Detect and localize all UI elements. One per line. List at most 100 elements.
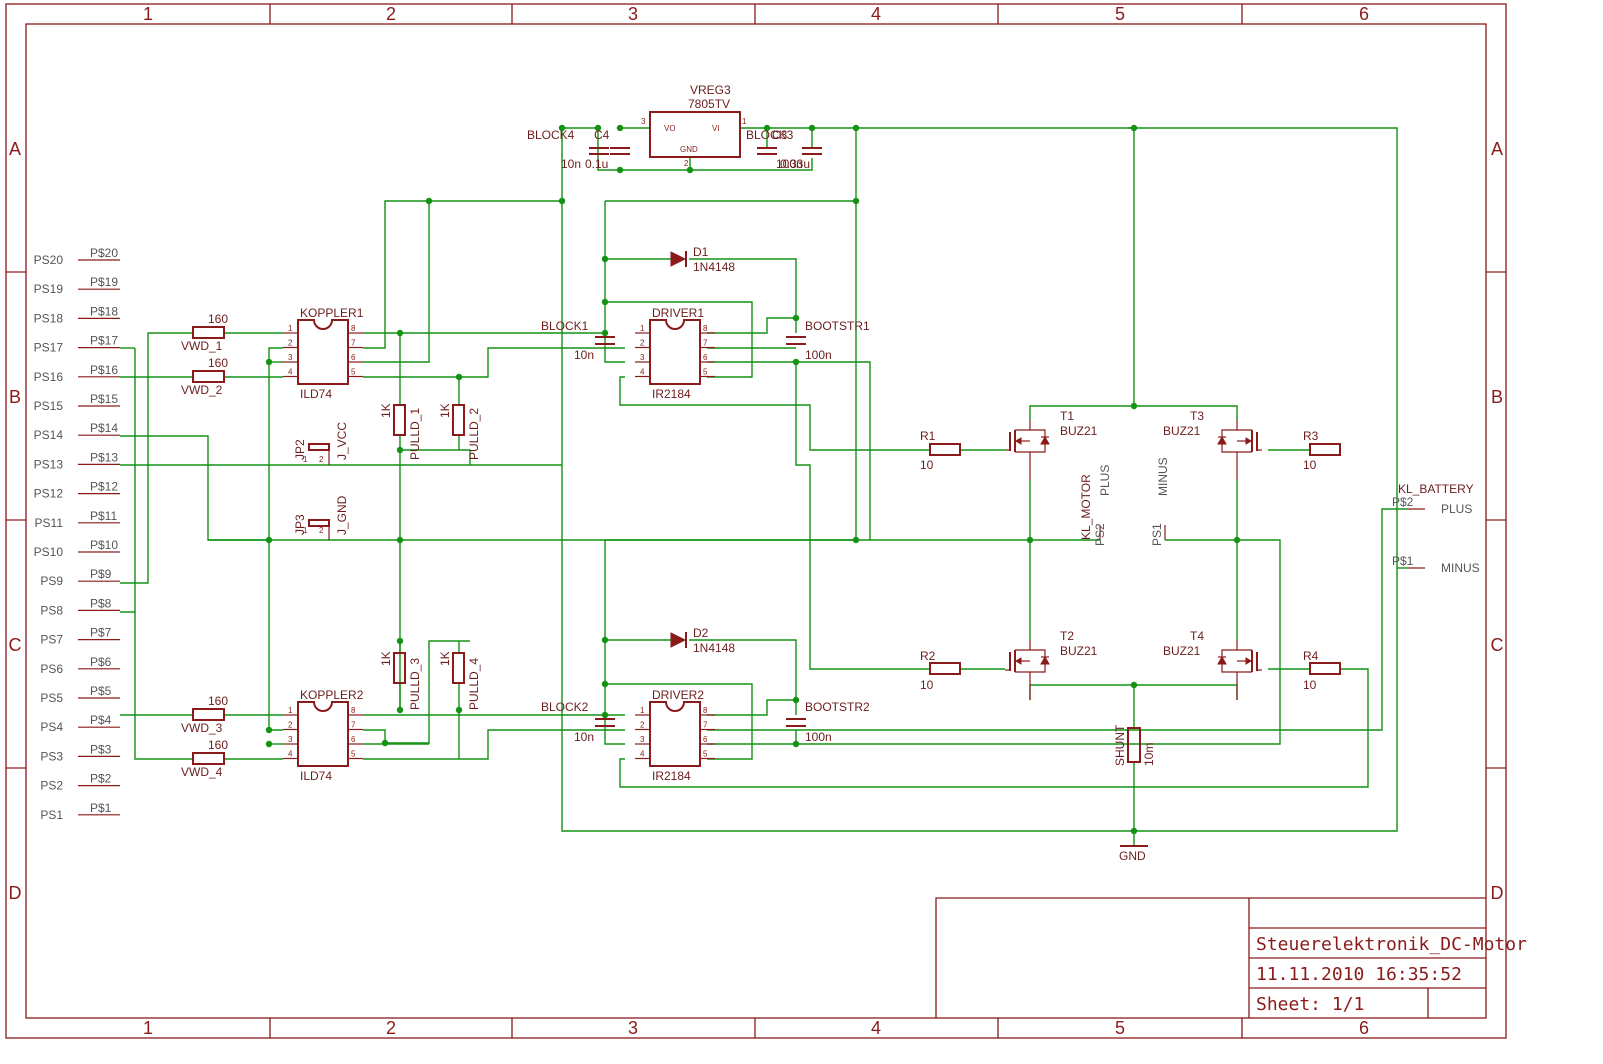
connector-name: PS7 bbox=[40, 633, 63, 647]
connector-pin-label: P$19 bbox=[90, 275, 118, 289]
r2-name: R2 bbox=[920, 649, 936, 663]
grid-row-d-right: D bbox=[1491, 883, 1504, 903]
grid-col-4-bottom: 4 bbox=[871, 1018, 881, 1038]
jp2-name: JP2 bbox=[293, 439, 307, 460]
ic-pin-number: 2 bbox=[288, 721, 293, 730]
ic-pin-number: 5 bbox=[703, 750, 708, 759]
kl-battery: KL_BATTERY P$2 P$1 PLUS MINUS bbox=[1392, 482, 1480, 575]
kl-motor-ps2: PS2 bbox=[1093, 523, 1107, 546]
jp3-pin1: 1 bbox=[303, 526, 308, 535]
ic-pin-number: 6 bbox=[351, 735, 356, 744]
pulld2-name: PULLD_2 bbox=[467, 408, 481, 460]
driver1-name: DRIVER1 bbox=[652, 306, 704, 320]
ic-pin-number: 4 bbox=[640, 750, 645, 759]
connector-pin-label: P$7 bbox=[90, 626, 112, 640]
c3-value: 0.33u bbox=[780, 157, 810, 171]
r4-value: 10 bbox=[1303, 678, 1317, 692]
block3-value: 100n bbox=[776, 157, 803, 171]
kl-motor-minus: MINUS bbox=[1156, 457, 1170, 496]
connector-pin-label: P$14 bbox=[90, 421, 118, 435]
bootstr1-name: BOOTSTR1 bbox=[805, 319, 870, 333]
d2-value: 1N4148 bbox=[693, 641, 735, 655]
kl-battery-plus: PLUS bbox=[1441, 502, 1472, 516]
r3-value: 10 bbox=[1303, 458, 1317, 472]
r4-name: R4 bbox=[1303, 649, 1319, 663]
connector-name: PS10 bbox=[34, 545, 64, 559]
block2-value: 10n bbox=[574, 730, 594, 744]
block1-name: BLOCK1 bbox=[541, 319, 589, 333]
grid-col-6-bottom: 6 bbox=[1359, 1018, 1369, 1038]
sheet-text: Sheet: 1/1 bbox=[1256, 994, 1364, 1015]
r3-name: R3 bbox=[1303, 429, 1319, 443]
kl-motor: KL_MOTOR PLUS MINUS PS2 PS1 bbox=[1079, 457, 1170, 546]
bootstr2-name: BOOTSTR2 bbox=[805, 700, 870, 714]
grid-col-2-top: 2 bbox=[386, 4, 396, 24]
jp3-name: JP3 bbox=[293, 514, 307, 535]
block1-value: 10n bbox=[574, 348, 594, 362]
connector-name: PS4 bbox=[40, 720, 63, 734]
ic-pin-number: 2 bbox=[640, 721, 645, 730]
driver2-value: IR2184 bbox=[652, 769, 691, 783]
ic-pin-number: 6 bbox=[351, 353, 356, 362]
pulld1-name: PULLD_1 bbox=[408, 408, 422, 460]
ic-pin-number: 8 bbox=[703, 706, 708, 715]
pulld3-value: 1K bbox=[379, 651, 393, 666]
connector-pin-label: P$13 bbox=[90, 450, 118, 464]
connector-pin-label: P$18 bbox=[90, 304, 118, 318]
ic-pin-number: 5 bbox=[703, 368, 708, 377]
connector-name: PS2 bbox=[40, 779, 63, 793]
connector-pin-label: P$20 bbox=[90, 246, 118, 260]
connector-name: PS1 bbox=[40, 808, 63, 822]
ic-pin-number: 6 bbox=[703, 353, 708, 362]
mosfet-t3 bbox=[1217, 420, 1262, 480]
vreg-name: VREG3 bbox=[690, 83, 731, 97]
vreg-pin3-number: 3 bbox=[641, 117, 646, 126]
block3-name: BLOCK3 bbox=[746, 128, 794, 142]
ic-pin-number: 3 bbox=[640, 735, 645, 744]
ic-pin-number: 3 bbox=[640, 353, 645, 362]
pulld2-value: 1K bbox=[438, 403, 452, 418]
ic-pin-number: 6 bbox=[703, 735, 708, 744]
connector-pin-label: P$17 bbox=[90, 334, 118, 348]
d1-name: D1 bbox=[693, 245, 709, 259]
connector-name: PS8 bbox=[40, 603, 63, 617]
ic-pin-number: 4 bbox=[640, 368, 645, 377]
vreg-pin1-number: 1 bbox=[742, 117, 747, 126]
grid-col-1-bottom: 1 bbox=[143, 1018, 153, 1038]
grid-labels: 1 2 3 4 5 6 1 2 3 4 5 6 A B C D A B C D bbox=[9, 4, 1504, 1038]
ic-pin-number: 1 bbox=[640, 706, 645, 715]
junction-dots bbox=[265, 124, 1241, 835]
t4-value: BUZ21 bbox=[1163, 644, 1201, 658]
koppler2-name: KOPPLER2 bbox=[300, 688, 364, 702]
connector-name: PS6 bbox=[40, 662, 63, 676]
block4-value: 10n bbox=[561, 157, 581, 171]
connector-name: PS20 bbox=[34, 253, 64, 267]
connector-pin-label: P$2 bbox=[90, 772, 112, 786]
driver1-value: IR2184 bbox=[652, 387, 691, 401]
t1-name: T1 bbox=[1060, 409, 1074, 423]
ic-pin-number: 5 bbox=[351, 368, 356, 377]
jumpers: JP2 J_VCC JP3 J_GND 1 2 1 2 bbox=[293, 422, 349, 540]
r1-value: 10 bbox=[920, 458, 934, 472]
block4-name: BLOCK4 bbox=[527, 128, 575, 142]
vreg-pin2-number: 2 bbox=[684, 159, 689, 168]
vwd4-name: VWD_4 bbox=[181, 765, 223, 779]
ic-pin-number: 2 bbox=[288, 339, 293, 348]
jp2-pin1: 1 bbox=[303, 455, 308, 464]
koppler2-value: ILD74 bbox=[300, 769, 332, 783]
mosfets bbox=[1005, 420, 1262, 700]
c4-name: C4 bbox=[594, 128, 610, 142]
connector-name: PS3 bbox=[40, 749, 63, 763]
ic-pin-number: 7 bbox=[703, 339, 708, 348]
t3-name: T3 bbox=[1190, 409, 1204, 423]
vreg-vi-pin-label: VI bbox=[712, 124, 720, 133]
r2-value: 10 bbox=[920, 678, 934, 692]
connector-pin-label: P$3 bbox=[90, 742, 112, 756]
vwd2-value: 160 bbox=[208, 356, 228, 370]
ic-pin-number: 5 bbox=[351, 750, 356, 759]
koppler1-value: ILD74 bbox=[300, 387, 332, 401]
connector-name: PS5 bbox=[40, 691, 63, 705]
connector-pin-label: P$12 bbox=[90, 480, 118, 494]
